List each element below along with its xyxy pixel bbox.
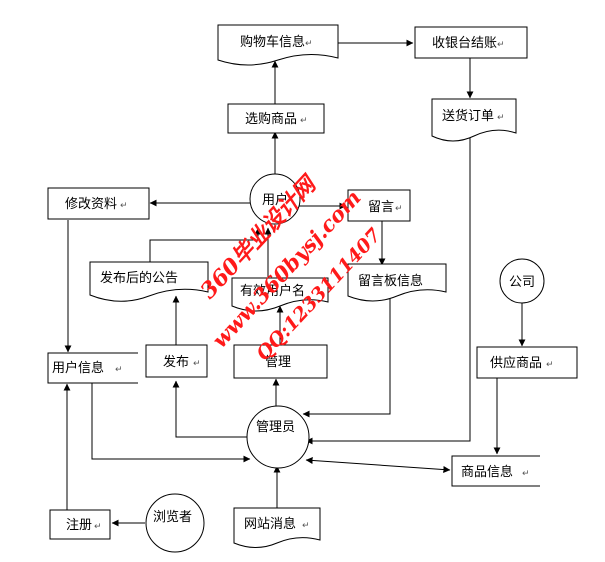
node-supply-goods: 供应商品 ↵ (476, 346, 578, 379)
node-checkout: 收银台结账 ↵ (414, 26, 528, 59)
node-message-board-label: 留言板信息 (358, 273, 423, 289)
return-mark: ↵ (497, 113, 505, 123)
node-edit-profile-label: 修改资料 (65, 197, 117, 212)
node-delivery-order: 送货订单 ↵ (431, 98, 517, 142)
return-mark: ↵ (115, 365, 123, 375)
node-checkout-label: 收银台结账 (432, 36, 497, 51)
node-user-label: 用户 (262, 192, 288, 208)
node-company-label: 公司 (509, 275, 535, 290)
node-publish: 发布 ↵ (145, 344, 208, 378)
connectors (63, 39, 526, 527)
node-register-label: 注册 (66, 518, 92, 533)
node-publish-label: 发布 (163, 354, 189, 370)
return-mark: ↵ (193, 359, 201, 369)
node-published-notice: 发布后的公告 (89, 261, 209, 302)
return-mark: ↵ (305, 39, 313, 49)
arrow-admin-to-publish (172, 380, 250, 438)
node-user-info-label: 用户信息 (52, 360, 104, 376)
node-company: 公司 (499, 258, 545, 304)
return-mark: ↵ (302, 521, 310, 531)
return-mark: ↵ (522, 469, 530, 479)
node-cart-info-label: 购物车信息 (240, 34, 305, 50)
node-visitor: 浏览者 (145, 493, 205, 553)
node-admin-label: 管理员 (256, 420, 295, 435)
node-select-goods-label: 选购商品 (245, 111, 297, 127)
node-user: 用户 (249, 173, 301, 225)
node-goods-info: 商品信息 ↵ (451, 455, 540, 487)
node-delivery-order-label: 送货订单 (442, 108, 494, 124)
node-valid-users: 有效用户名 (231, 277, 329, 312)
arrow-userinfo-to-admin (91, 383, 251, 463)
return-mark: ↵ (300, 116, 308, 126)
node-supply-goods-label: 供应商品 (490, 355, 542, 371)
node-message-board: 留言板信息 (347, 263, 447, 302)
node-site-news-label: 网站消息 (244, 516, 296, 532)
return-mark: ↵ (94, 522, 102, 532)
arrow-notice-to-user (149, 227, 262, 262)
node-manage: 管理 (233, 344, 328, 379)
arrow-order-to-admin (305, 137, 471, 445)
node-message-label: 留言 (368, 200, 394, 215)
node-valid-users-label: 有效用户名 (240, 283, 305, 299)
node-register: 注册 ↵ (49, 509, 111, 540)
node-visitor-label: 浏览者 (153, 509, 192, 525)
node-cart-info: 购物车信息 ↵ (217, 24, 339, 66)
node-edit-profile: 修改资料 ↵ (47, 187, 150, 220)
node-goods-info-label: 商品信息 (461, 464, 513, 480)
return-mark: ↵ (497, 40, 505, 50)
arrow-admin-goods-bidirectional (305, 456, 451, 474)
return-mark: ↵ (395, 204, 403, 214)
node-site-news: 网站消息 ↵ (233, 507, 321, 548)
return-mark: ↵ (546, 360, 554, 370)
node-user-info: 用户信息 ↵ (47, 352, 138, 384)
node-manage-label: 管理 (265, 355, 291, 370)
node-admin: 管理员 (246, 405, 310, 469)
node-published-notice-label: 发布后的公告 (100, 270, 178, 286)
node-message: 留言 ↵ (347, 189, 411, 222)
return-mark: ↵ (120, 201, 128, 211)
node-select-goods: 选购商品 ↵ (227, 103, 325, 134)
arrow-board-to-admin (302, 296, 391, 418)
